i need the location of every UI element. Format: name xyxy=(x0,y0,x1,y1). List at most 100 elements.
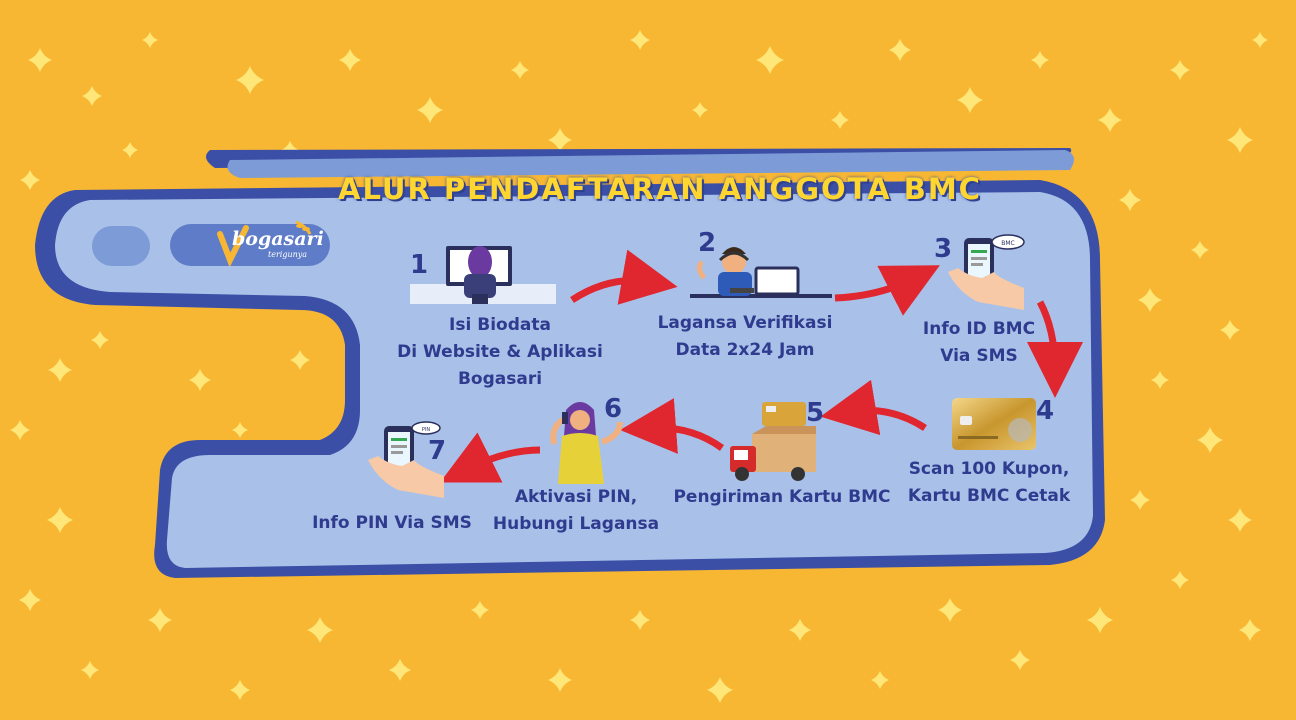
sparkle-icon xyxy=(1191,241,1209,259)
hand-holding-phone-icon: PIN xyxy=(368,421,444,498)
svg-text:PIN: PIN xyxy=(422,427,430,433)
call-center-agent-icon xyxy=(690,247,832,298)
arrow-2-to-3 xyxy=(834,265,940,316)
panel-top-stripe xyxy=(227,150,1075,178)
logo-tagline: terigunya xyxy=(268,250,308,259)
person-at-computer-icon xyxy=(410,246,556,304)
step-6-text: Aktivasi PIN, Hubungi Lagansa xyxy=(478,484,674,538)
sparkle-icon xyxy=(1138,288,1162,312)
sparkle-icon xyxy=(122,142,138,158)
sparkle-icon xyxy=(142,32,158,48)
step-5-text: Pengiriman Kartu BMC xyxy=(664,484,900,511)
sparkle-icon xyxy=(938,598,962,622)
sparkle-icon xyxy=(1098,108,1122,132)
step-4-line-2: Kartu BMC Cetak xyxy=(907,486,1071,506)
sparkle-icon xyxy=(389,659,411,681)
woman-on-phone-icon xyxy=(550,402,623,484)
sparkle-icon xyxy=(471,601,489,619)
step-3-line-2: Via SMS xyxy=(940,346,1018,366)
bogasari-logo: bogasari terigunya xyxy=(216,220,328,266)
sparkle-icon xyxy=(1010,650,1030,670)
arrow-6-to-7 xyxy=(439,432,541,483)
step-1-line-2: Di Website & Aplikasi xyxy=(397,342,603,362)
sparkle-icon xyxy=(1151,371,1169,389)
wheat-check-icon xyxy=(217,220,312,266)
logo-text: bogasari xyxy=(232,228,324,250)
sparkle-icon xyxy=(1227,127,1253,153)
step-2-line-2: Data 2x24 Jam xyxy=(675,340,815,360)
sparkle-icon xyxy=(548,668,572,692)
sparkle-icon xyxy=(417,97,443,123)
sparkle-icon xyxy=(1239,619,1261,641)
sparkle-icon xyxy=(81,661,99,679)
sparkle-icon xyxy=(47,507,73,533)
step-6-line-2: Hubungi Lagansa xyxy=(492,514,660,534)
hand-holding-phone-icon: BMC xyxy=(948,234,1025,310)
arrow-4-to-5 xyxy=(820,379,927,436)
sparkle-icon xyxy=(1197,427,1223,453)
sparkle-icon xyxy=(707,677,733,703)
sparkle-icon xyxy=(230,680,250,700)
sparkle-icon xyxy=(236,66,264,94)
step-number-2: 2 xyxy=(698,228,717,258)
step-7-line-1: Info PIN Via SMS xyxy=(312,513,472,533)
svg-text:BMC: BMC xyxy=(1001,240,1014,247)
sparkle-icon xyxy=(91,331,109,349)
page-title: ALUR PENDAFTARAN ANGGOTA BMC xyxy=(338,172,982,206)
sparkle-icon xyxy=(1087,607,1113,633)
step-number-7: 7 xyxy=(428,436,447,466)
pill-decoration xyxy=(170,224,330,266)
pill-decoration xyxy=(92,226,150,266)
sparkle-icon xyxy=(548,128,572,152)
step-2-line-1: Lagansa Verifikasi xyxy=(657,313,833,333)
sparkle-icon xyxy=(82,86,102,106)
sparkle-icon xyxy=(889,39,911,61)
sparkle-icon xyxy=(10,420,30,440)
step-7-text: Info PIN Via SMS xyxy=(296,510,488,537)
sparkle-icon xyxy=(1171,571,1189,589)
sparkle-icon xyxy=(511,61,529,79)
step-2-text: Lagansa Verifikasi Data 2x24 Jam xyxy=(630,310,860,364)
sparkle-icon xyxy=(1119,189,1141,211)
sparkle-icon xyxy=(20,170,40,190)
sparkle-icon xyxy=(148,608,172,632)
sparkle-icon xyxy=(692,102,708,118)
step-6-line-1: Aktivasi PIN, xyxy=(514,487,638,507)
sparkle-icon xyxy=(871,671,889,689)
step-number-4: 4 xyxy=(1036,396,1055,426)
sparkle-icon xyxy=(756,46,784,74)
step-number-3: 3 xyxy=(934,234,953,264)
step-5-line-1: Pengiriman Kartu BMC xyxy=(673,487,891,507)
step-4-line-1: Scan 100 Kupon, xyxy=(908,459,1070,479)
sparkle-icon xyxy=(1130,490,1150,510)
sparkle-icon xyxy=(28,48,52,72)
gold-member-card-icon xyxy=(952,398,1036,450)
arrow-1-to-2 xyxy=(570,249,678,305)
step-3-text: Info ID BMC Via SMS xyxy=(892,316,1066,370)
sparkle-icon xyxy=(1031,51,1049,69)
sparkle-icon xyxy=(630,30,650,50)
step-1-line-3: Bogasari xyxy=(457,369,543,389)
step-1-text: Isi Biodata Di Website & Aplikasi Bogasa… xyxy=(350,312,650,393)
arrow-3-to-4 xyxy=(1026,300,1083,398)
sparkle-icon xyxy=(1228,508,1252,532)
step-number-1: 1 xyxy=(410,250,429,280)
sparkle-icon xyxy=(290,350,310,370)
sparkle-icon xyxy=(1170,60,1190,80)
sparkle-icon xyxy=(1252,32,1268,48)
arrow-5-to-6 xyxy=(620,398,725,454)
sparkle-icon xyxy=(1220,320,1240,340)
step-3-line-1: Info ID BMC xyxy=(922,319,1036,339)
sparkle-icon xyxy=(957,87,983,113)
sparkle-icon xyxy=(339,49,361,71)
step-1-line-1: Isi Biodata xyxy=(449,315,551,335)
sparkle-icon xyxy=(19,589,41,611)
step-4-text: Scan 100 Kupon, Kartu BMC Cetak xyxy=(894,456,1084,510)
sparkle-icon xyxy=(789,619,811,641)
step-number-5: 5 xyxy=(806,398,825,428)
sparkle-icon xyxy=(48,358,72,382)
sparkle-icon xyxy=(232,422,248,438)
